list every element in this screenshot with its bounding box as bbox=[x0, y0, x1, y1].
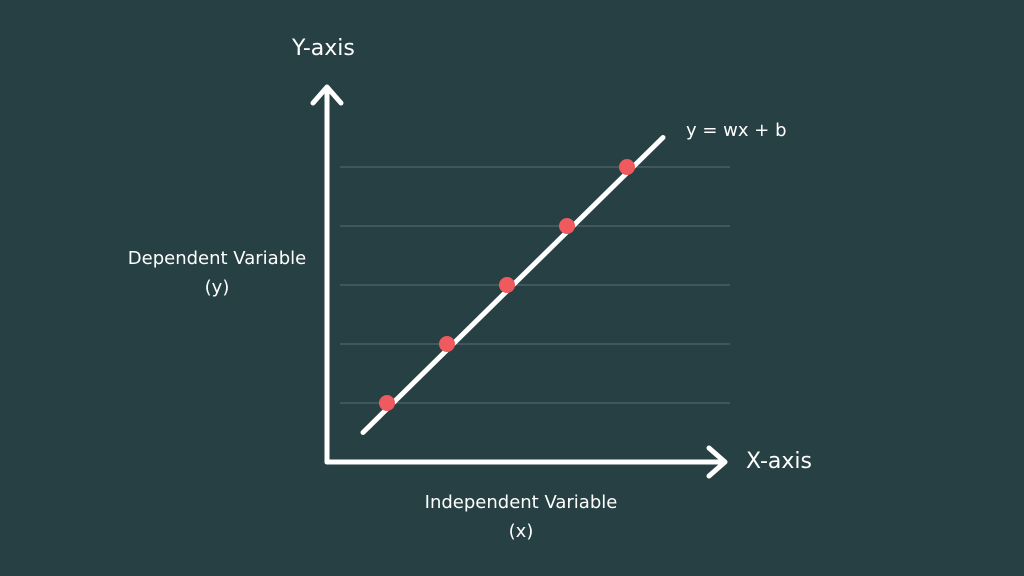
data-points bbox=[379, 159, 635, 411]
x-axis-title: X-axis bbox=[746, 449, 812, 474]
y-axis-arrowhead bbox=[310, 84, 344, 106]
data-point-3 bbox=[499, 277, 515, 293]
dependent-variable-label: Dependent Variable (y) bbox=[100, 244, 334, 302]
data-point-4 bbox=[559, 218, 575, 234]
independent-variable-label: Independent Variable (x) bbox=[404, 488, 638, 546]
dependent-variable-symbol: (y) bbox=[204, 277, 230, 298]
y-axis-title: Y-axis bbox=[292, 36, 355, 61]
regression-equation: y = wx + b bbox=[686, 120, 787, 141]
data-point-1 bbox=[379, 395, 395, 411]
grid-lines bbox=[340, 166, 730, 404]
data-point-2 bbox=[439, 336, 455, 352]
x-axis-arrowhead bbox=[706, 445, 728, 479]
axes bbox=[310, 84, 728, 479]
data-point-5 bbox=[619, 159, 635, 175]
dependent-variable-text: Dependent Variable bbox=[127, 248, 307, 269]
independent-variable-symbol: (x) bbox=[508, 521, 534, 542]
independent-variable-text: Independent Variable bbox=[424, 492, 618, 513]
